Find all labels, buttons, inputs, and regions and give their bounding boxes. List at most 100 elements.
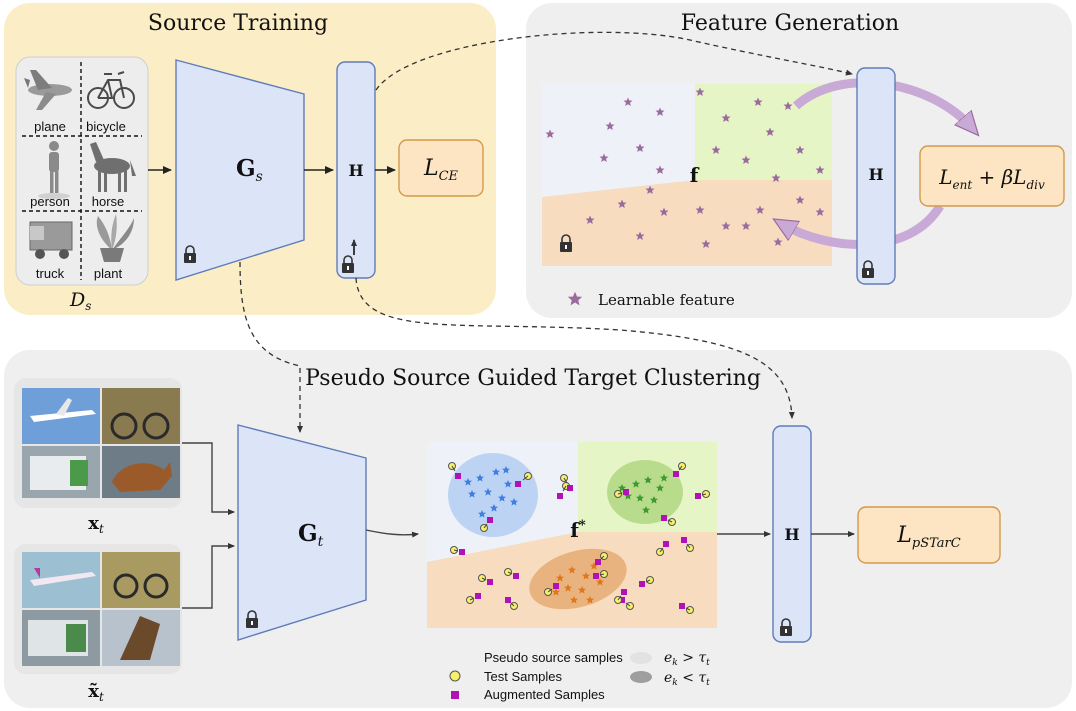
augmented-sample (567, 485, 573, 491)
augmented-sample (695, 493, 701, 499)
sample-link (701, 493, 707, 496)
sample-link (510, 602, 515, 607)
target-input-label: xt (88, 513, 104, 536)
sample-link (481, 577, 487, 581)
sample-link (547, 588, 553, 593)
augmented-sample (621, 589, 627, 595)
test-and-augmented-samples (448, 462, 710, 614)
augmented-sample (557, 493, 563, 499)
sample-link (625, 602, 631, 607)
augmented-sample (681, 537, 687, 543)
tg-feature-label: f* (570, 518, 586, 542)
sample-link (600, 555, 605, 560)
fg-region-green (695, 84, 832, 180)
legend-test-samples: Test Samples (484, 669, 563, 684)
augmented-sample (593, 573, 599, 579)
dashed-arrow-head-to-target (355, 277, 795, 419)
augmented-sample (459, 549, 465, 555)
sample-link (617, 595, 622, 601)
plant-thumbnail (96, 214, 134, 262)
target-head-label: H (784, 525, 799, 544)
augmented-sample (595, 559, 601, 565)
low-entropy-icon (630, 671, 652, 683)
label-bicycle: bicycle (86, 119, 126, 134)
legend-learnable-feature: Learnable feature (598, 291, 735, 309)
sample-link (453, 549, 459, 552)
sample-link (563, 477, 568, 484)
sample-link (686, 543, 691, 549)
label-truck: truck (36, 266, 65, 281)
fg-feature-label: f (690, 163, 700, 187)
sample-link (685, 607, 691, 611)
sample-link (678, 465, 683, 471)
target-encoder-label: Gt (298, 520, 324, 550)
truck-thumbnail (29, 221, 73, 259)
legend-augmented-samples: Augmented Samples (484, 687, 605, 702)
sample-link (522, 475, 529, 481)
sample-link (599, 573, 605, 576)
augmented-image-grid (14, 544, 182, 674)
dashed-arrow-encoder-init (239, 261, 303, 433)
augmented-sample (663, 541, 669, 547)
augmented-sample (661, 515, 667, 521)
fg-region-orange (542, 180, 832, 266)
source-encoder-label: Gs (236, 155, 263, 185)
sample-link (667, 519, 673, 523)
fg-head-H (856, 67, 896, 285)
augmented-sample (673, 471, 679, 477)
source-head-label: H (348, 161, 363, 180)
feature-generation-panel: Feature Generation f H Lent + βLdiv Lear… (526, 3, 1072, 318)
fg-region-blue (542, 84, 695, 197)
target-loss-box (857, 506, 1001, 564)
source-title: Source Training (148, 11, 328, 36)
augmented-sample (505, 597, 511, 603)
source-training-panel: Source Training (4, 3, 496, 315)
augmented-sample (487, 517, 493, 523)
sample-link (469, 597, 475, 601)
augmented-sample (515, 481, 521, 487)
sample-link (617, 492, 623, 495)
augmented-sample-icon (451, 691, 459, 699)
target-image-grid (14, 378, 182, 508)
sample-link (483, 523, 488, 529)
target-loss-label: LpSTarC (896, 523, 960, 551)
target-title: Pseudo Source Guided Target Clustering (305, 366, 761, 391)
sample-link (507, 571, 513, 575)
augmented-sample (475, 593, 481, 599)
augmented-input-label: x̃t (88, 681, 104, 704)
fg-head-label: H (868, 165, 883, 184)
target-clustering-panel: Pseudo Source Guided Target Clustering x… (4, 350, 1072, 708)
sample-link (659, 547, 664, 553)
plane-thumbnail (24, 70, 72, 110)
sample-link (645, 579, 651, 583)
dashed-arrow-head-copy (375, 31, 853, 91)
augmented-sample (455, 473, 461, 479)
legend-condition-high: ek > τt (664, 650, 710, 668)
label-plane: plane (34, 119, 66, 134)
legend-condition-low: ek < τt (664, 670, 710, 688)
source-loss-box (398, 139, 484, 197)
augmented-sample (639, 581, 645, 587)
legend-pseudo-source: Pseudo source samples (484, 650, 623, 665)
source-encoder-Gs (175, 59, 305, 281)
cluster-blue (448, 453, 538, 537)
feature-generation-title: Feature Generation (681, 11, 899, 36)
augmented-sample (553, 583, 559, 589)
horse-thumbnail (90, 142, 136, 192)
label-plant: plant (94, 266, 123, 281)
target-encoder-Gt (237, 424, 367, 641)
label-person: person (30, 194, 70, 209)
augmented-sample (623, 489, 629, 495)
dataset-label: Ds (69, 289, 91, 313)
high-entropy-icon (630, 652, 652, 664)
fg-loss-label: Lent + βLdiv (938, 165, 1045, 192)
test-sample-icon (449, 670, 461, 682)
augmented-sample (679, 603, 685, 609)
augmented-sample (487, 579, 493, 585)
label-horse: horse (92, 194, 125, 209)
cluster-orange (529, 548, 627, 610)
augmented-sample (513, 573, 519, 579)
sample-link (562, 485, 567, 492)
source-loss-label: LCE (423, 156, 459, 184)
